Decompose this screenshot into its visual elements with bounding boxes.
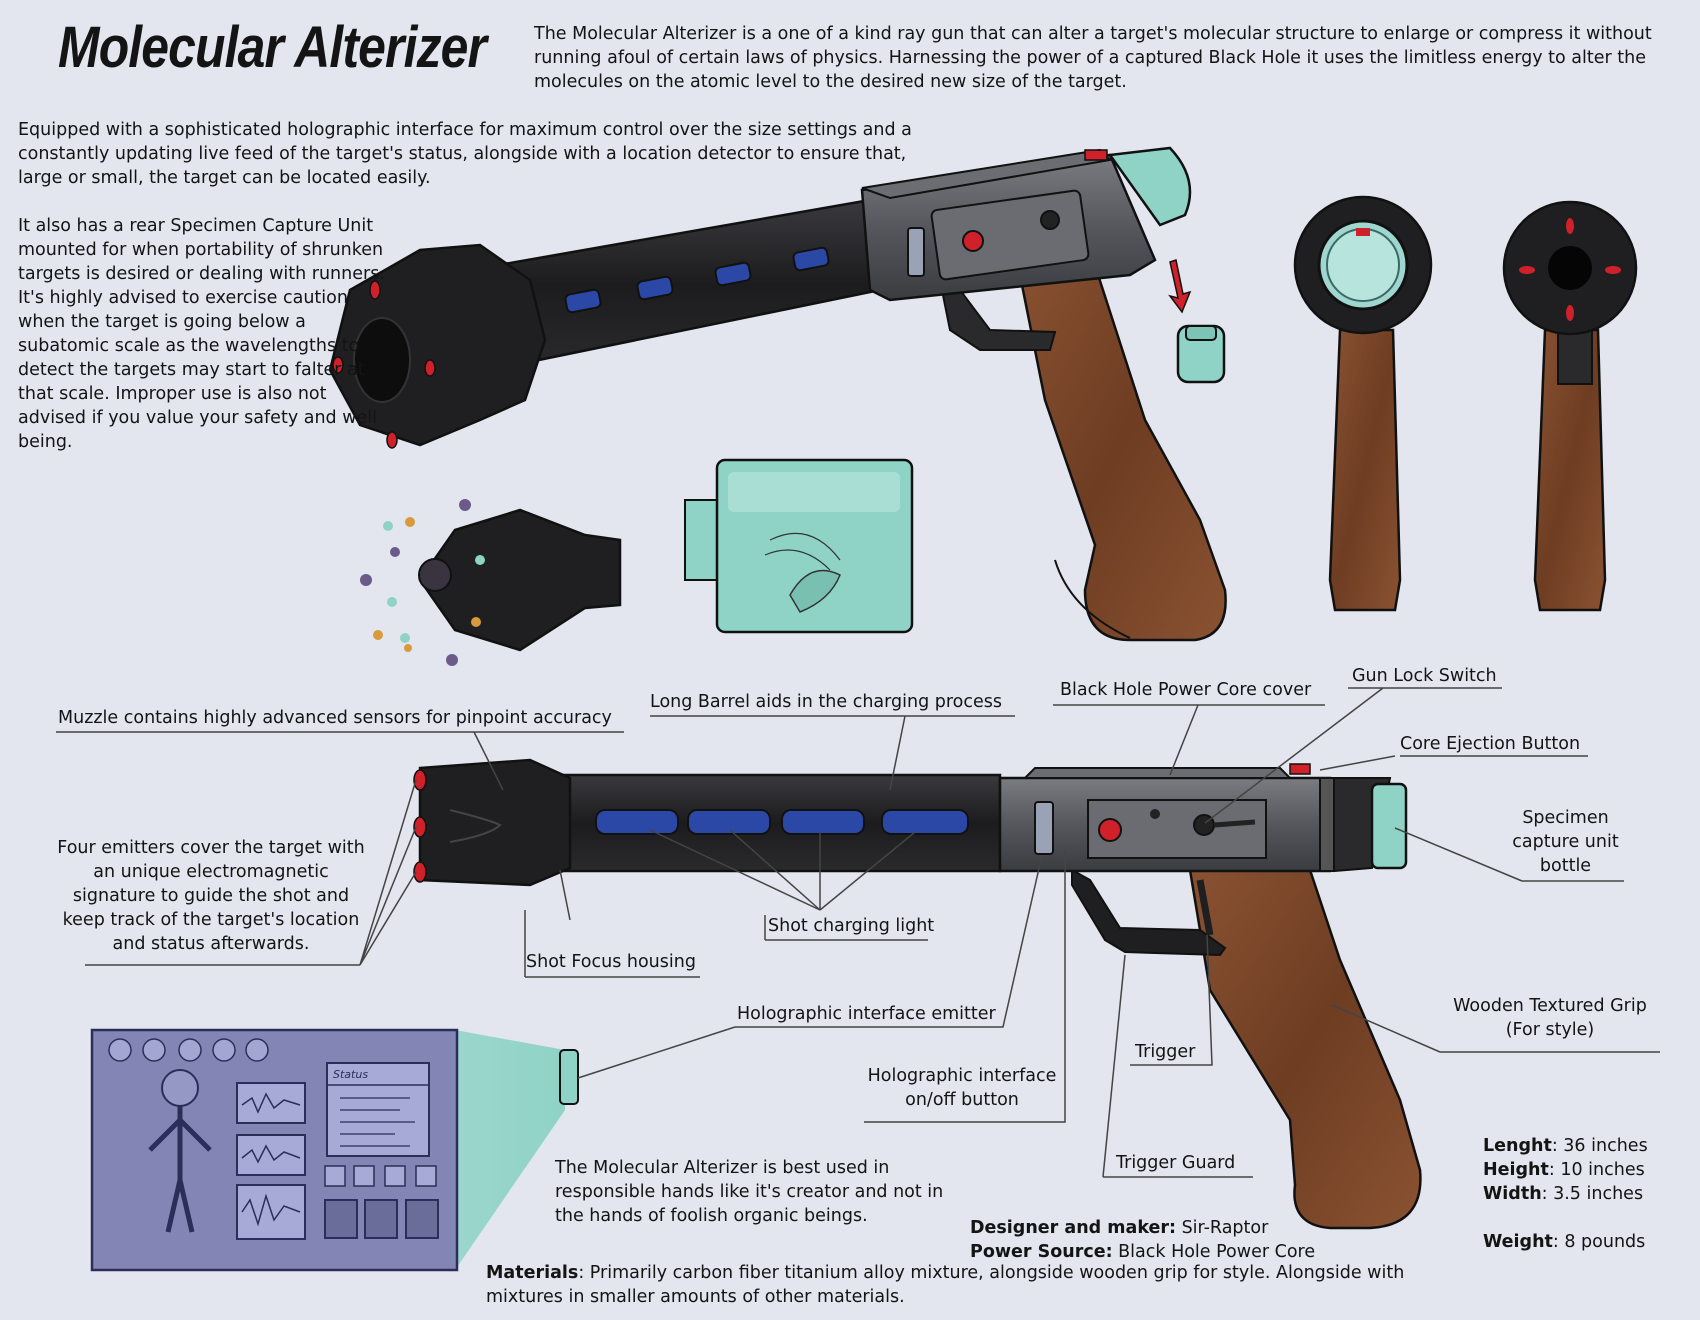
spec-label: Height: [1483, 1160, 1549, 1180]
emitter-light: [332, 356, 344, 374]
capsule-icon: [212, 1038, 236, 1062]
page-title: Molecular Alterizer: [58, 15, 487, 80]
power-value: Black Hole Power Core: [1118, 1242, 1316, 1262]
spec-value: : 36 inches: [1551, 1136, 1648, 1156]
charge-light: [881, 809, 969, 835]
power-label: Power Source:: [970, 1242, 1113, 1262]
callout-wooden-grip: Wooden Textured Grip (For style): [1453, 996, 1647, 1040]
spec-value: : 3.5 inches: [1541, 1184, 1644, 1204]
callout-muzzle: Muzzle contains highly advanced sensors …: [58, 708, 612, 728]
callout-barrel: Long Barrel aids in the charging process: [650, 692, 1003, 712]
spec-row: Lenght: 36 inches: [1483, 1134, 1648, 1158]
charge-light: [714, 261, 752, 287]
holo-power-button: [1098, 818, 1122, 842]
gun-rear-view-bottle: [1293, 195, 1433, 612]
leader-lines: [56, 687, 1660, 1178]
callout-trigger: Trigger: [1135, 1042, 1196, 1062]
emitter-light: [413, 769, 427, 791]
callout-core-cover: Black Hole Power Core cover: [1060, 680, 1312, 700]
closing-note: The Molecular Alterizer is best used in …: [555, 1158, 944, 1226]
spec-row: Width: 3.5 inches: [1483, 1182, 1648, 1206]
callout-holo-emitter: Holographic interface emitter: [737, 1004, 996, 1024]
trigger-guard: [938, 278, 1057, 351]
gun-rear-view-muzzle: [1502, 200, 1638, 612]
callout-holo-button: Holographic interface on/off button: [867, 1066, 1057, 1110]
wooden-grip: [1013, 248, 1227, 642]
charge-light: [595, 809, 679, 835]
arrow-icon: [1168, 259, 1192, 314]
callout-specimen-bottle: Specimen capture unit bottle: [1512, 808, 1619, 876]
gun-perspective-view: [328, 146, 1227, 642]
materials-label: Materials: [486, 1263, 579, 1283]
trigger: [1196, 879, 1214, 936]
power-source-credit: Power Source: Black Hole Power Core: [970, 1240, 1315, 1264]
emitter-light: [413, 816, 427, 838]
callout-shot-focus: Shot Focus housing: [526, 952, 696, 972]
hologram-interface-panel: [90, 1028, 459, 1272]
callout-charging-light: Shot charging light: [768, 916, 935, 936]
wooden-grip: [1188, 868, 1422, 1230]
muzzle-detail-view: [360, 499, 622, 666]
charge-light: [564, 288, 602, 314]
designer-label: Designer and maker:: [970, 1218, 1176, 1238]
ejection-button: [1289, 763, 1311, 775]
description-paragraph-1: Equipped with a sophisticated holographi…: [18, 120, 912, 188]
status-icon: [108, 1038, 132, 1062]
materials-value: : Primarily carbon fiber titanium alloy …: [486, 1263, 1405, 1307]
trigger-guard: [1071, 868, 1227, 957]
core-cover: [1022, 767, 1293, 779]
spec-value: : 8 pounds: [1552, 1232, 1646, 1252]
spec-value: : 10 inches: [1548, 1160, 1645, 1180]
callout-emitters: Four emitters cover the target with an u…: [57, 838, 365, 954]
specs-list: Lenght: 36 inches Height: 10 inches Widt…: [1483, 1134, 1648, 1254]
charge-light: [687, 809, 771, 835]
callout-ejection-button: Core Ejection Button: [1400, 734, 1581, 754]
emitter-light: [386, 431, 398, 449]
spec-label: Weight: [1483, 1232, 1553, 1252]
swirl-icon: [245, 1038, 269, 1062]
specimen-bottle: [1370, 782, 1408, 870]
emitter-light: [369, 280, 381, 300]
power-button: [962, 230, 984, 252]
status-label: Status: [333, 1068, 369, 1081]
spec-label: Lenght: [1483, 1136, 1552, 1156]
hologram-beam: [455, 1030, 565, 1270]
core-cover: [861, 148, 1113, 200]
holo-emitter-slot: [1034, 801, 1054, 855]
holo-emitter-device: [559, 1049, 579, 1105]
callout-lock-switch: Gun Lock Switch: [1352, 666, 1497, 686]
spec-row: Weight: 8 pounds: [1483, 1230, 1648, 1254]
intro-paragraph: The Molecular Alterizer is a one of a ki…: [534, 24, 1652, 92]
lock-switch: [1040, 210, 1060, 230]
callout-trigger-guard: Trigger Guard: [1116, 1153, 1236, 1173]
ejection-button: [1084, 149, 1108, 161]
description-paragraph-2: It also has a rear Specimen Capture Unit…: [18, 216, 385, 452]
spec-label: Width: [1483, 1184, 1542, 1204]
emitter-light: [413, 861, 427, 883]
target-figure: [148, 1106, 212, 1233]
specimen-bottle: [1107, 146, 1192, 227]
leaf-icon: [178, 1038, 202, 1062]
charge-light: [781, 809, 865, 835]
materials-note: Materials: Primarily carbon fiber titani…: [486, 1261, 1486, 1309]
gun-side-view: [413, 758, 1422, 1230]
emitter-light: [424, 359, 436, 377]
heart-icon: [142, 1038, 166, 1062]
specimen-bottle-detail: [684, 458, 914, 634]
spec-row: Height: 10 inches: [1483, 1158, 1648, 1182]
designer-credit: Designer and maker: Sir-Raptor: [970, 1216, 1268, 1240]
charge-light: [792, 246, 830, 272]
designer-value: Sir-Raptor: [1181, 1218, 1269, 1238]
charge-light: [636, 275, 674, 301]
